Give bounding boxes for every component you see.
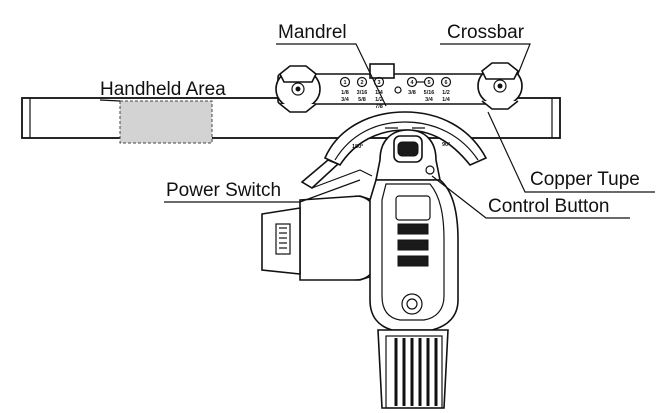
crossbar-scale: 1 2 3 1/8 3/16 1/4 3/4 5/8 1/2 4 5 6 3/8… [339, 76, 452, 110]
scale-mark: 5/8 [358, 97, 366, 103]
dial-mark: 180° [352, 144, 363, 150]
circle-mark: 3 [377, 80, 380, 86]
label-mandrel: Mandrel [278, 22, 347, 43]
scale-mark: 3/4 [341, 97, 350, 103]
label-handheld-area: Handheld Area [100, 79, 226, 100]
circle-mark: 5 [427, 80, 430, 86]
scale-mark: 5/16 [424, 90, 435, 96]
label-copper-tube: Copper Tupe [530, 169, 640, 190]
scale-mark: 3/8 [408, 90, 416, 96]
label-crossbar: Crossbar [447, 22, 525, 43]
circle-mark: 4 [410, 80, 414, 86]
left-knob [275, 65, 321, 113]
scale-mark: 3/16 [357, 90, 368, 96]
right-knob [477, 62, 523, 110]
bender-body [261, 129, 459, 409]
circle-mark: 1 [343, 80, 346, 86]
circle-mark: 2 [360, 80, 363, 86]
crossbar: 1 2 3 1/8 3/16 1/4 3/4 5/8 1/2 4 5 6 3/8… [275, 62, 523, 113]
bending-shoe: 180° 90° [323, 111, 488, 167]
label-control-button: Control Button [488, 196, 609, 217]
scale-mark: 1/2 [375, 97, 383, 103]
scale-mark: 3/4 [425, 97, 434, 103]
scale-mark: 7/8 [375, 104, 383, 110]
circle-mark: 6 [444, 80, 447, 86]
handheld-area-highlight [119, 100, 213, 144]
label-power-switch: Power Switch [166, 180, 281, 201]
scale-mark: 1/2 [442, 90, 450, 96]
scale-mark: 1/8 [341, 90, 349, 96]
dial-mark: 90° [442, 142, 450, 148]
leader-lines [99, 43, 655, 219]
power-switch-lever [300, 159, 340, 189]
scale-mark: 1/4 [442, 97, 451, 103]
